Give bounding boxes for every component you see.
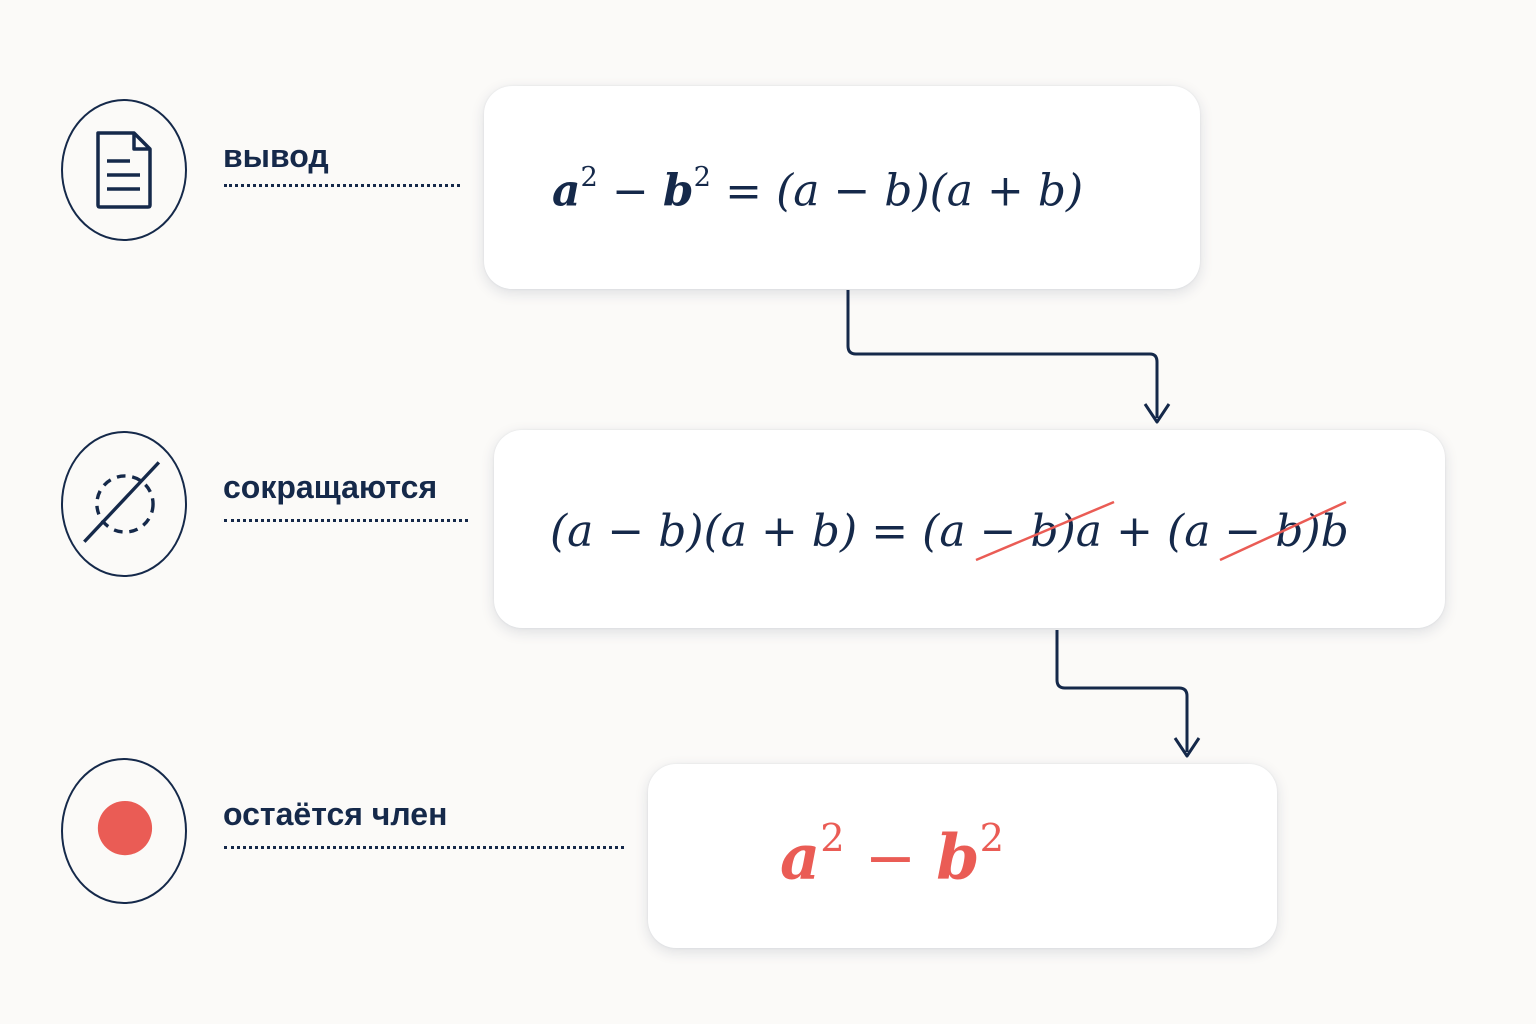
step-1-label: вывод <box>223 138 329 174</box>
step-2-leader-line <box>224 519 468 522</box>
step-3-icon-circle <box>61 758 187 904</box>
step-2-icon-circle <box>61 431 187 577</box>
document-icon <box>96 131 152 209</box>
step-2-label: сокращаются <box>223 469 438 505</box>
record-dot-icon <box>97 800 153 856</box>
step-1-card: a2−b2=(a − b)(a + b) <box>484 86 1200 289</box>
step-1-leader-line <box>224 184 460 187</box>
step-3-leader-line <box>224 846 624 849</box>
step-2-card: (a − b)(a + b)=(a − b)a+(a − b)b <box>494 430 1445 628</box>
step-3-label: остаётся член <box>223 796 448 832</box>
step-1-formula: a2−b2=(a − b)(a + b) <box>552 161 1084 217</box>
crossed-circle-icon <box>83 461 161 543</box>
result-formula: a2−b2 <box>780 816 1005 894</box>
step-2-formula: (a − b)(a + b)=(a − b)a+(a − b)b <box>550 500 1349 562</box>
step-1-icon-circle <box>61 99 187 241</box>
arrowhead-2 <box>1173 737 1201 758</box>
connector-arrow-2 <box>1055 630 1189 752</box>
cancel-stroke-1 <box>975 500 1115 562</box>
cancelled-term-2: − b <box>1219 500 1347 562</box>
connector-arrow-1 <box>846 290 1159 418</box>
arrowhead-1 <box>1143 403 1171 424</box>
cancelled-term-1: − b <box>975 500 1115 562</box>
step-3-card: a2−b2 <box>648 764 1277 948</box>
cancel-stroke-2 <box>1219 500 1347 562</box>
